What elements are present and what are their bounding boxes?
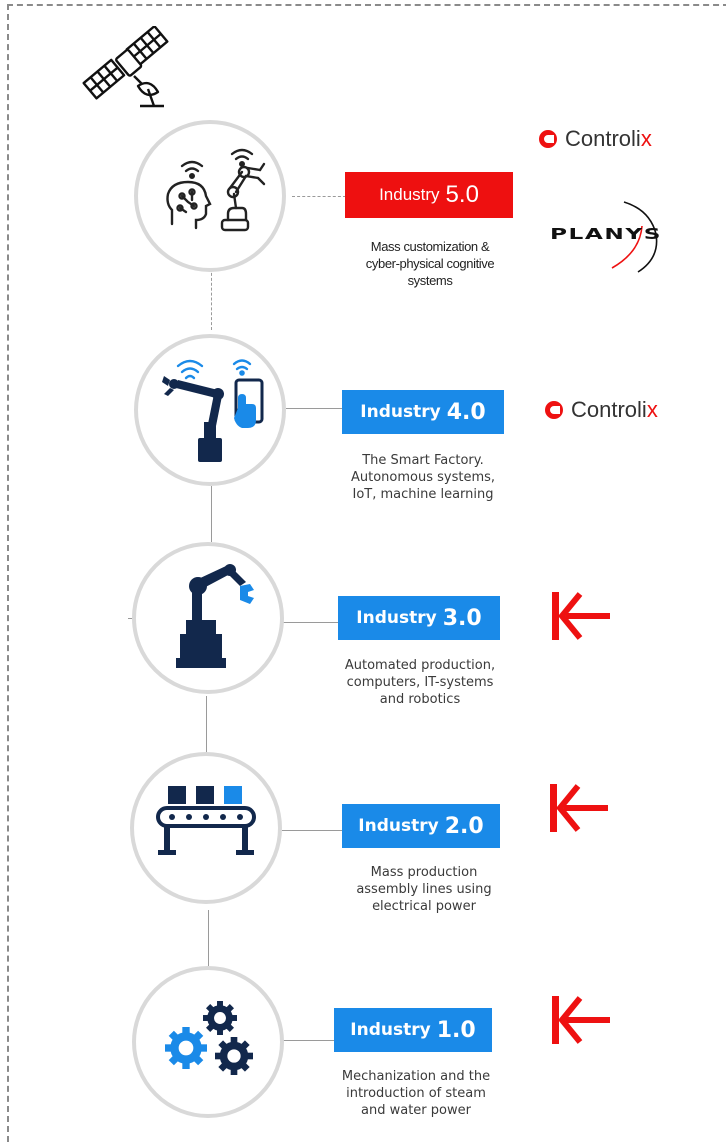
red-arrow-logo bbox=[552, 996, 610, 1044]
badge-number: 4.0 bbox=[446, 399, 486, 425]
badge-word: Industry bbox=[356, 608, 437, 628]
connector-line bbox=[211, 486, 212, 542]
desc-line: systems bbox=[407, 273, 453, 288]
industry-1-badge: Industry 1.0 bbox=[334, 1008, 492, 1052]
badge-word: Industry bbox=[358, 816, 439, 836]
controlix-name: Controli bbox=[565, 126, 641, 151]
industry-2-circle bbox=[130, 752, 282, 904]
industry-2-badge: Industry 2.0 bbox=[342, 804, 500, 848]
industry-3-circle bbox=[132, 542, 284, 694]
gears-icon bbox=[136, 970, 280, 1114]
connector-line bbox=[286, 408, 342, 409]
industry-3-description: Automated production, computers, IT-syst… bbox=[320, 657, 520, 708]
controlix-accent: x bbox=[646, 397, 658, 422]
planys-wordmark: PLANYS bbox=[550, 225, 662, 243]
badge-word: Industry bbox=[360, 402, 441, 422]
industry-5-circle bbox=[134, 120, 286, 272]
controlix-mark-icon bbox=[545, 401, 563, 419]
industry-1-circle bbox=[132, 966, 284, 1118]
planys-logo: PLANYS bbox=[550, 201, 662, 273]
connector-line bbox=[208, 910, 209, 966]
connector-line bbox=[282, 830, 342, 831]
connector-line bbox=[282, 1040, 334, 1041]
desc-line: and water power bbox=[361, 1103, 471, 1118]
conveyor-belt-icon bbox=[156, 786, 256, 855]
desc-line: computers, IT-systems bbox=[346, 675, 494, 690]
desc-line: Mass production bbox=[370, 865, 478, 880]
industry-5-description: Mass customization & cyber-physical cogn… bbox=[340, 238, 520, 289]
badge-number: 3.0 bbox=[442, 605, 482, 631]
ai-robot-arm-icon bbox=[166, 148, 266, 232]
connector-line bbox=[206, 696, 207, 754]
desc-line: Automated production, bbox=[344, 658, 496, 673]
desc-line: Mechanization and the bbox=[341, 1069, 491, 1084]
robot-arm-icon bbox=[176, 564, 254, 668]
industry-4-description: The Smart Factory. Autonomous systems, I… bbox=[328, 452, 518, 503]
badge-word: Industry bbox=[350, 1020, 431, 1040]
controlix-mark-icon bbox=[539, 130, 557, 148]
badge-number: 5.0 bbox=[445, 181, 479, 208]
desc-line: Autonomous systems, bbox=[350, 470, 496, 485]
dashed-frame bbox=[7, 4, 726, 1142]
red-arrow-logo bbox=[552, 592, 610, 640]
industry-3-badge: Industry 3.0 bbox=[338, 596, 500, 640]
desc-line: and robotics bbox=[379, 692, 461, 707]
red-arrow-logo bbox=[550, 784, 608, 832]
connector-line bbox=[282, 622, 340, 623]
desc-line: electrical power bbox=[372, 899, 476, 914]
industry-4-badge: Industry 4.0 bbox=[342, 390, 504, 434]
desc-line: introduction of steam bbox=[346, 1086, 486, 1101]
industry-2-description: Mass production assembly lines using ele… bbox=[326, 864, 522, 915]
connector-line bbox=[292, 196, 346, 197]
connector-line bbox=[211, 268, 212, 330]
controlix-name: Controli bbox=[571, 397, 647, 422]
controlix-accent: x bbox=[640, 126, 652, 151]
industry-1-description: Mechanization and the introduction of st… bbox=[318, 1068, 514, 1119]
badge-word: Industry bbox=[379, 185, 440, 204]
industry-5-badge: Industry 5.0 bbox=[345, 172, 513, 218]
desc-line: The Smart Factory. bbox=[362, 453, 484, 468]
desc-line: cyber-physical cognitive bbox=[365, 256, 495, 271]
industry-4-circle bbox=[134, 334, 286, 486]
wireless-robot-tablet-icon bbox=[162, 359, 264, 462]
desc-line: Mass customization & bbox=[370, 239, 490, 254]
desc-line: IoT, machine learning bbox=[352, 487, 494, 502]
badge-number: 1.0 bbox=[436, 1017, 476, 1043]
badge-number: 2.0 bbox=[444, 813, 484, 839]
satellite-icon bbox=[82, 26, 169, 108]
desc-line: assembly lines using bbox=[356, 882, 492, 897]
